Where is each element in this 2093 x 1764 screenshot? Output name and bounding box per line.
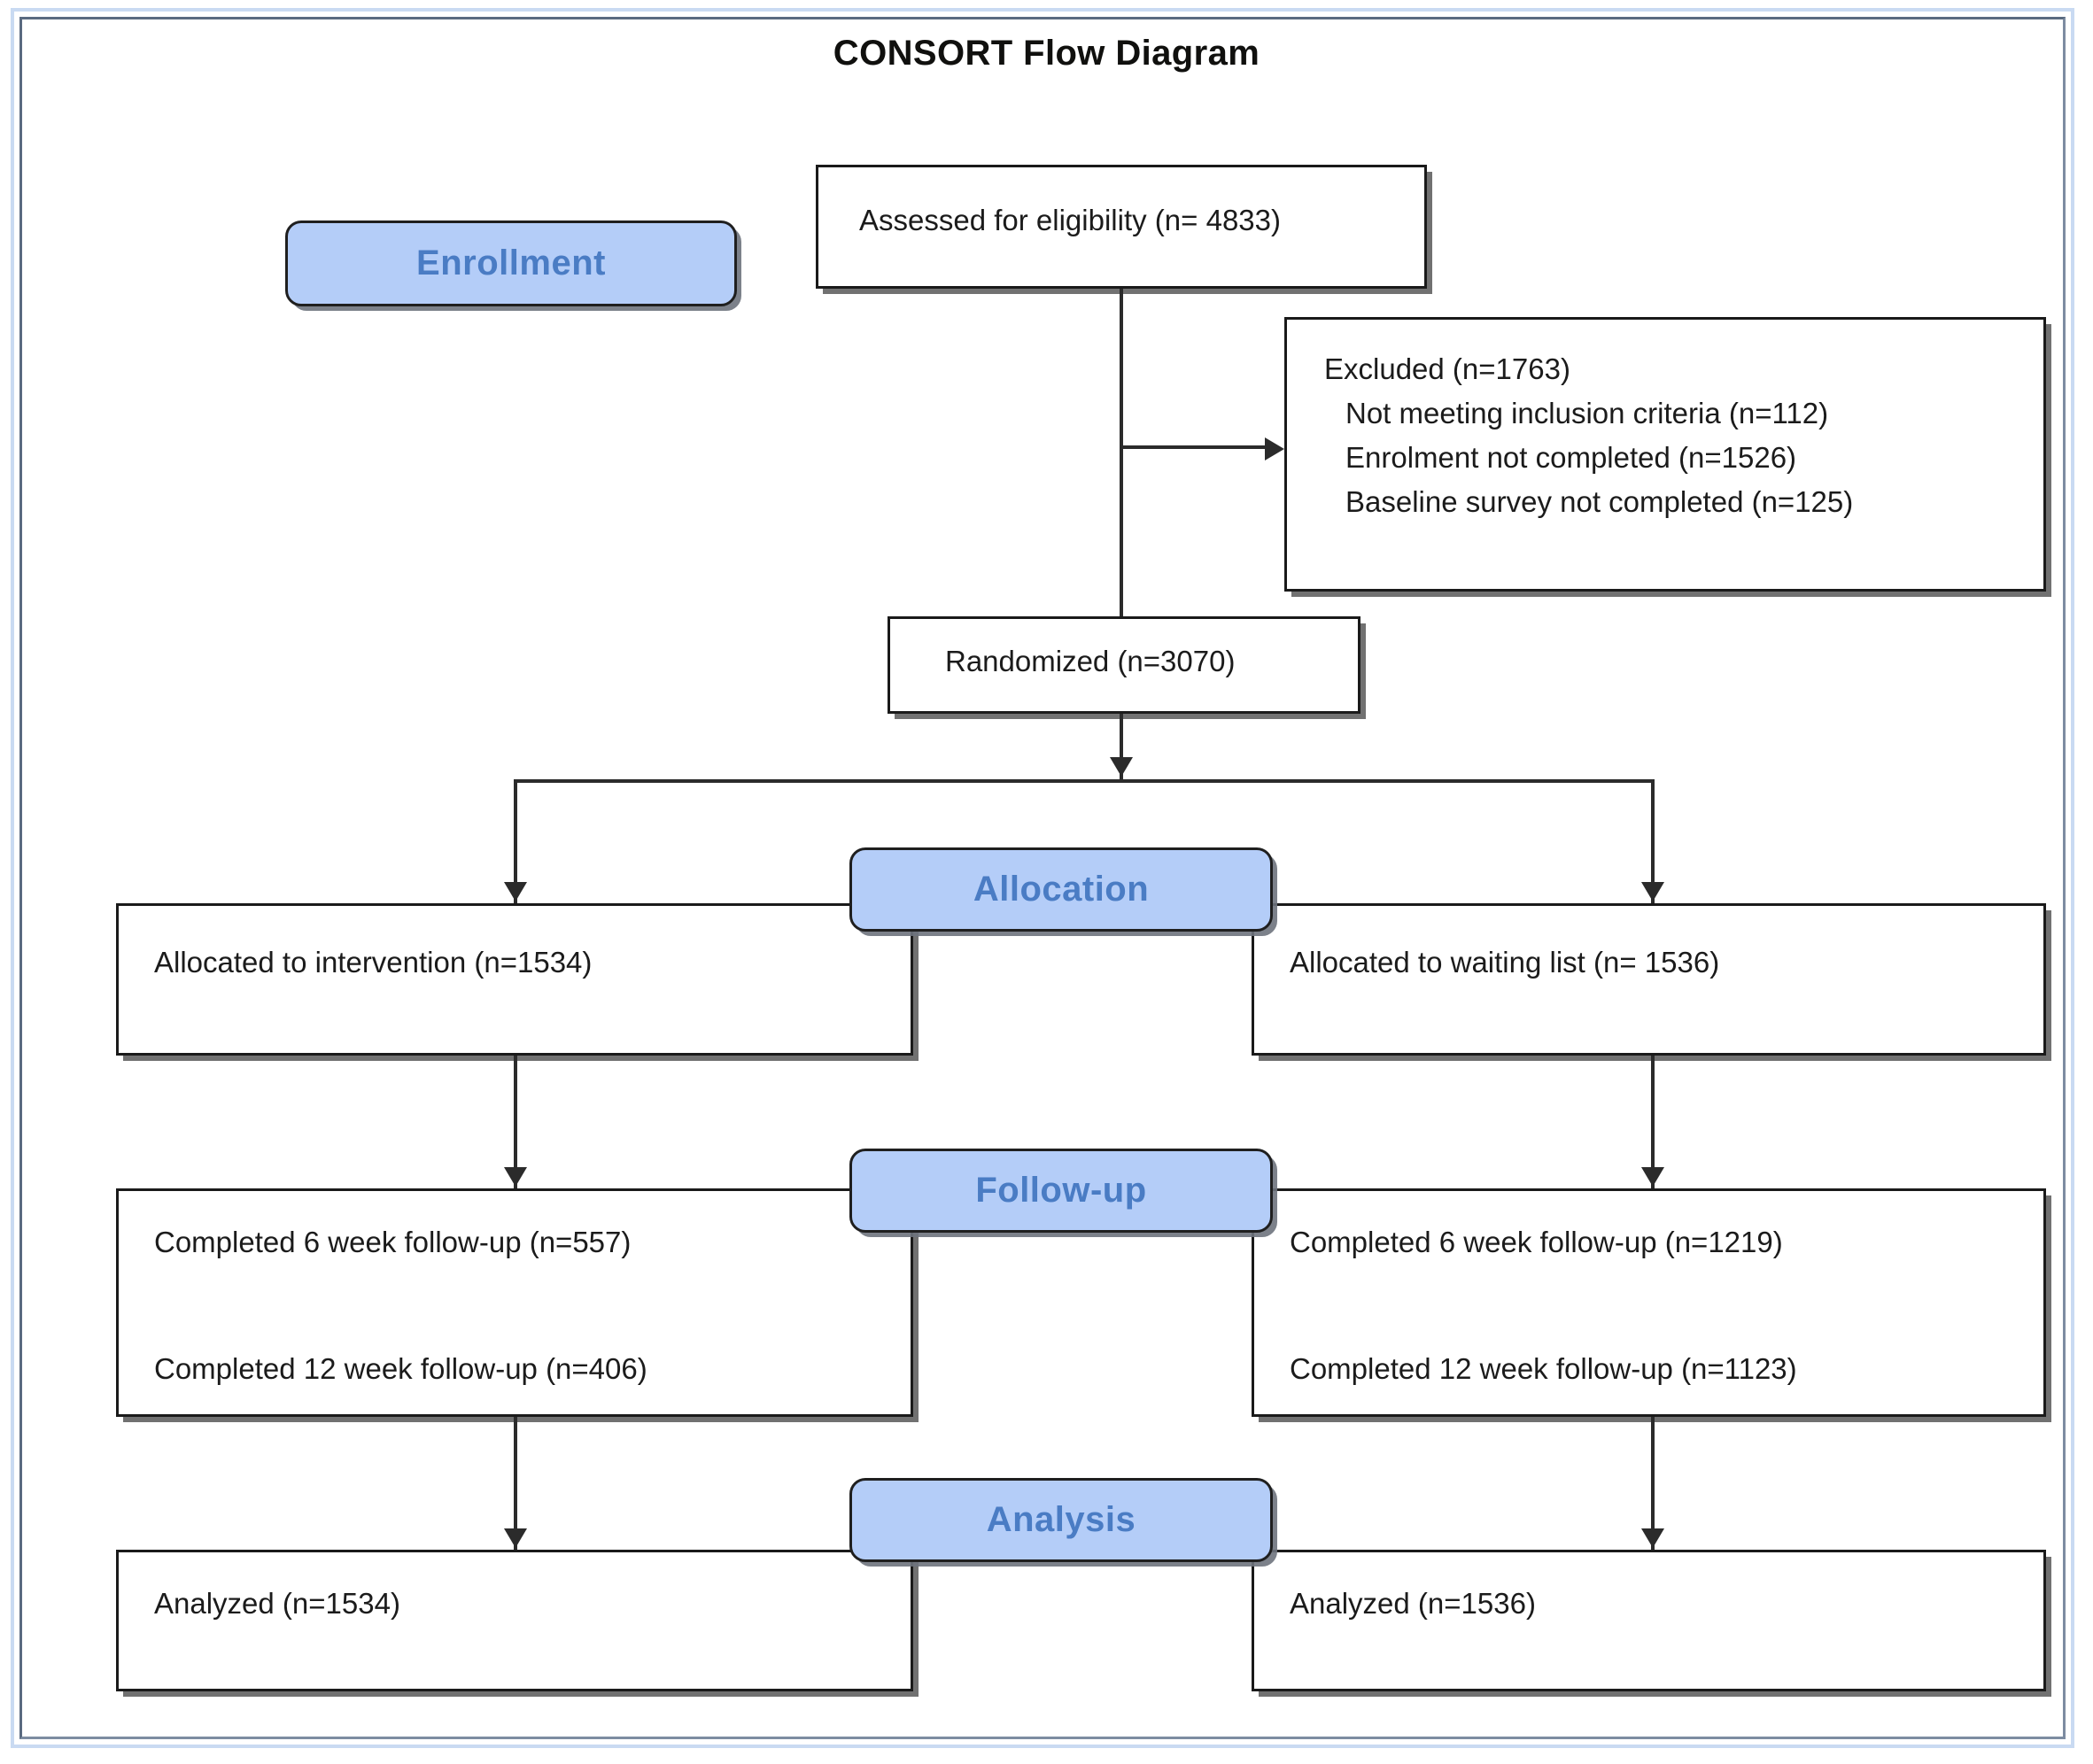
node-allocated-waiting-list: Allocated to waiting list (n= 1536) — [1252, 903, 2046, 1056]
followup-intervention-6week: Completed 6 week follow-up (n=557) — [154, 1226, 632, 1258]
stage-badge-analysis: Analysis — [849, 1478, 1273, 1562]
followup-waiting-6week: Completed 6 week follow-up (n=1219) — [1290, 1226, 1783, 1258]
excluded-reason-3: Baseline survey not completed (n=125) — [1345, 484, 1854, 518]
arrow-split-right-icon — [1641, 882, 1664, 901]
node-randomized: Randomized (n=3070) — [888, 616, 1360, 714]
connector-alloc-to-followup-right — [1651, 1056, 1655, 1188]
stage-followup-label: Follow-up — [975, 1171, 1147, 1210]
analyzed-waiting-label: Analyzed (n=1536) — [1290, 1587, 1536, 1620]
connector-split-bar — [514, 779, 1655, 783]
stage-badge-allocation: Allocation — [849, 847, 1273, 932]
followup-waiting-12week: Completed 12 week follow-up (n=1123) — [1290, 1351, 1797, 1385]
arrow-randomized-down-icon — [1110, 757, 1133, 777]
randomized-label: Randomized (n=3070) — [945, 645, 1236, 677]
connector-split-left — [514, 779, 517, 903]
node-assessed-for-eligibility: Assessed for eligibility (n= 4833) — [816, 165, 1427, 289]
node-analyzed-waiting-list: Analyzed (n=1536) — [1252, 1550, 2046, 1691]
node-followup-intervention: Completed 6 week follow-up (n=557) Compl… — [116, 1188, 913, 1417]
node-analyzed-intervention: Analyzed (n=1534) — [116, 1550, 913, 1691]
stage-enrollment-label: Enrollment — [416, 244, 606, 282]
assessed-label: Assessed for eligibility (n= 4833) — [859, 204, 1281, 236]
connector-followup-to-analysis-left — [514, 1417, 517, 1550]
arrow-followup-analysis-right-icon — [1641, 1528, 1664, 1548]
stage-badge-followup: Follow-up — [849, 1149, 1273, 1233]
connector-followup-to-analysis-right — [1651, 1417, 1655, 1550]
node-followup-waiting-list: Completed 6 week follow-up (n=1219) Comp… — [1252, 1188, 2046, 1417]
arrow-split-left-icon — [504, 882, 527, 901]
allocated-intervention-label: Allocated to intervention (n=1534) — [154, 946, 593, 979]
excluded-heading: Excluded (n=1763) — [1324, 352, 1570, 385]
arrow-followup-analysis-left-icon — [504, 1528, 527, 1548]
connector-alloc-to-followup-left — [514, 1056, 517, 1188]
stage-allocation-label: Allocation — [973, 870, 1150, 909]
node-allocated-intervention: Allocated to intervention (n=1534) — [116, 903, 913, 1056]
arrow-alloc-followup-left-icon — [504, 1167, 527, 1187]
excluded-reason-1: Not meeting inclusion criteria (n=112) — [1345, 396, 1829, 429]
arrow-alloc-followup-right-icon — [1641, 1167, 1664, 1187]
connector-split-right — [1651, 779, 1655, 903]
followup-intervention-12week: Completed 12 week follow-up (n=406) — [154, 1351, 647, 1385]
connector-assessed-to-randomized — [1120, 289, 1123, 616]
allocated-waiting-label: Allocated to waiting list (n= 1536) — [1290, 946, 1720, 979]
analyzed-intervention-label: Analyzed (n=1534) — [154, 1587, 400, 1620]
arrow-to-excluded-icon — [1265, 437, 1284, 460]
connector-trunk-to-excluded — [1120, 445, 1266, 449]
stage-analysis-label: Analysis — [986, 1500, 1136, 1539]
page-title: CONSORT Flow Diagram — [833, 34, 1260, 73]
node-excluded: Excluded (n=1763) Not meeting inclusion … — [1284, 317, 2046, 592]
excluded-reason-2: Enrolment not completed (n=1526) — [1345, 440, 1797, 474]
stage-badge-enrollment: Enrollment — [285, 220, 737, 306]
connector-randomized-down — [1120, 714, 1123, 780]
